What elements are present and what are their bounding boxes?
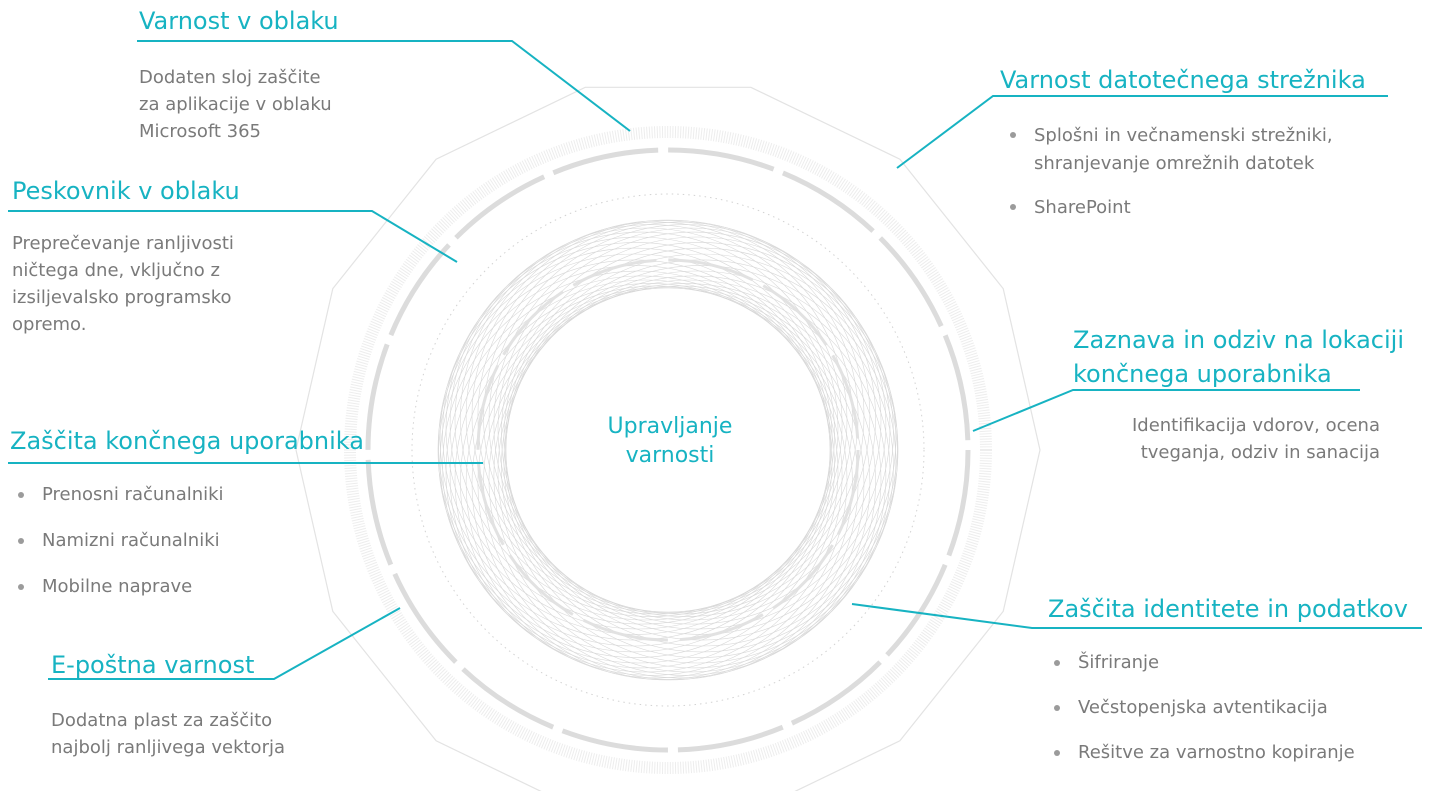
bullet-item: Prenosni računalniki	[16, 482, 224, 508]
connector-identity-protection	[851, 603, 1422, 629]
spiro-circle	[488, 224, 882, 617]
file-server-security-title: Varnost datotečnega strežnika	[1000, 66, 1366, 94]
edr-title: Zaznava in odziv na lokaciji končnega up…	[1073, 323, 1404, 391]
spiro-circle	[497, 231, 891, 625]
spiro-circle	[471, 219, 865, 613]
cloud-sandbox-title: Peskovnik v oblaku	[12, 177, 240, 205]
outer-hatched-ring	[344, 126, 992, 774]
spiro-circle	[449, 227, 843, 621]
connector-email-security	[48, 607, 401, 680]
edr-line: tveganja, odziv in sanacija	[1140, 442, 1380, 463]
edr-description: Identifikacija vdorov, ocena tveganja, o…	[1070, 412, 1380, 466]
file-server-security-list: Splošni in večnamenski strežniki, shranj…	[1008, 122, 1333, 222]
connector-file-server	[896, 95, 1388, 169]
spiro-circle	[465, 220, 859, 613]
spiro-circle	[449, 279, 843, 673]
cloud-security-title: Varnost v oblaku	[139, 7, 339, 35]
email-security-line: najbolj ranljivega vektorja	[51, 737, 285, 758]
spiro-circle	[501, 270, 894, 664]
spiro-circle	[501, 236, 894, 630]
email-security-title: E-poštna varnost	[51, 651, 255, 679]
cloud-security-description: Dodaten sloj zaščite za aplikacije v obl…	[139, 64, 332, 145]
bullet-item: Večstopenjska avtentikacija	[1052, 695, 1355, 721]
bullet-item: SharePoint	[1008, 194, 1333, 222]
outer-frame-polygon	[295, 86, 1041, 791]
spiro-circle	[497, 275, 891, 669]
segmented-ring	[365, 147, 971, 753]
cloud-security-line: Dodaten sloj zaščite	[139, 67, 321, 88]
spiro-circle	[493, 279, 887, 673]
identity-protection-list: Šifriranje Večstopenjska avtentikacija R…	[1052, 650, 1355, 766]
spiro-circle	[477, 287, 871, 680]
spiro-circle	[465, 287, 859, 680]
spirograph-pattern	[437, 219, 899, 681]
spiro-circle	[454, 283, 848, 676]
cloud-sandbox-line: ničtega dne, vključno z	[12, 260, 220, 281]
spiro-circle	[445, 275, 839, 669]
spiro-circle	[503, 242, 897, 635]
spiro-circle	[442, 236, 835, 630]
edr-line: Identifikacija vdorov, ocena	[1131, 415, 1380, 436]
cloud-sandbox-line: opremo.	[12, 314, 87, 335]
bullet-line: Splošni in večnamenski strežniki,	[1034, 125, 1333, 146]
center-label-line1: Upravljanje	[607, 414, 733, 439]
cloud-sandbox-line: izsiljevalsko programsko	[12, 287, 232, 308]
spiro-circle	[445, 231, 839, 625]
cloud-sandbox-description: Preprečevanje ranljivosti ničtega dne, v…	[12, 230, 234, 338]
spiro-circle	[438, 247, 831, 641]
endpoint-protection-title: Zaščita končnega uporabnika	[10, 427, 364, 455]
bullet-item: Namizni računalniki	[16, 528, 224, 554]
email-security-line: Dodatna plast za zaščito	[51, 710, 273, 731]
bullet-line: shranjevanje omrežnih datotek	[1034, 153, 1315, 174]
spiro-circle	[439, 242, 833, 635]
cloud-sandbox-line: Preprečevanje ranljivosti	[12, 233, 234, 254]
email-security-description: Dodatna plast za zaščito najbolj ranljiv…	[51, 707, 285, 761]
connector-cloud-security	[137, 40, 631, 132]
bullet-item: Rešitve za varnostno kopiranje	[1052, 740, 1355, 766]
spiro-circle	[460, 221, 853, 615]
spiro-circle	[439, 265, 833, 658]
connector-edr	[972, 389, 1360, 432]
endpoint-protection-list: Prenosni računalniki Namizni računalniki…	[16, 482, 224, 600]
center-label: Upravljanje varnosti	[560, 412, 780, 470]
connector-cloud-sandbox	[8, 210, 458, 263]
inner-segmented-ring	[476, 258, 860, 642]
bullet-item: Šifriranje	[1052, 650, 1355, 676]
dotted-ring	[411, 193, 925, 707]
spiro-circle	[454, 224, 848, 617]
spiro-circle	[483, 221, 876, 615]
cloud-security-line: Microsoft 365	[139, 121, 261, 142]
spiro-circle	[493, 227, 887, 621]
center-label-line2: varnosti	[625, 443, 715, 468]
bullet-item: Splošni in večnamenski strežniki, shranj…	[1008, 122, 1333, 178]
bullet-item: Mobilne naprave	[16, 574, 224, 600]
identity-protection-title: Zaščita identitete in podatkov	[1048, 595, 1408, 623]
spiro-circle	[477, 220, 871, 613]
cloud-security-line: za aplikacije v oblaku	[139, 94, 332, 115]
spiro-circle	[471, 287, 865, 681]
edr-title-line: končnega uporabnika	[1073, 360, 1332, 388]
spiro-circle	[505, 247, 898, 641]
spiro-circle	[442, 270, 835, 664]
spiro-circle	[488, 283, 882, 676]
edr-title-line: Zaznava in odziv na lokaciji	[1073, 326, 1405, 354]
